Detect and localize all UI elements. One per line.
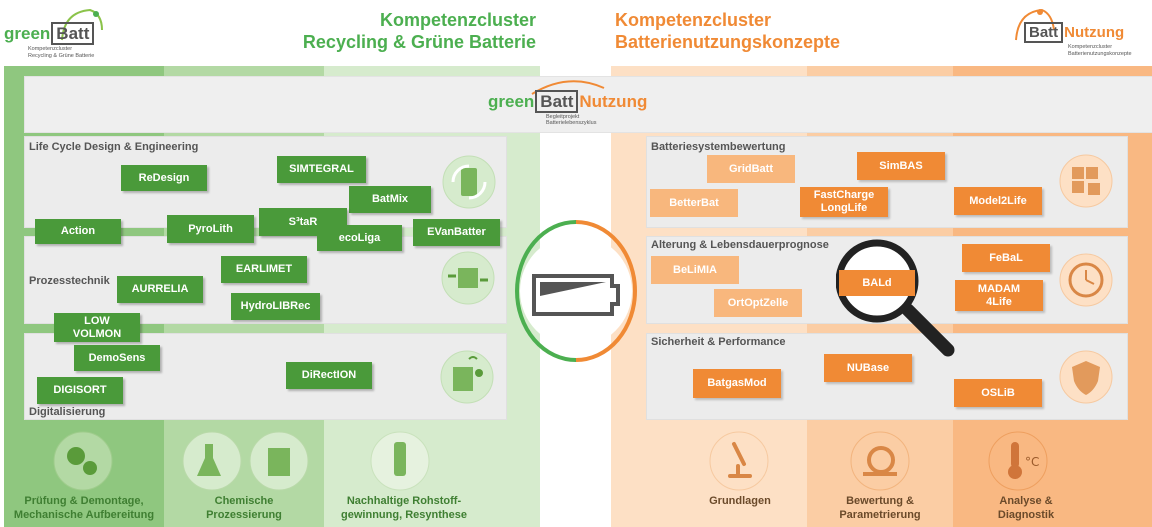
right-title-line2: Batterienutzungskonzepte [615, 31, 841, 52]
bottom-label-analyse-line2: Diagnostik [997, 508, 1055, 521]
right-title: Kompetenzcluster Batterienutzungskonzept… [615, 10, 955, 53]
bottom-label-grundlagen: Grundlagen [660, 495, 820, 509]
right-logo-nutzung: Nutzung [1064, 24, 1125, 41]
project-belimia[interactable]: BeLiMIA [651, 256, 739, 284]
center-logo-nutzung: Nutzung [579, 92, 648, 111]
bottom-label-analyse: Analyse & Diagnostik [953, 495, 1099, 523]
project-orteoptzelle[interactable]: OrtOptZelle [714, 289, 802, 317]
project-madam-line2: 4Life [986, 295, 1012, 308]
project-simbas[interactable]: SimBAS [857, 152, 945, 180]
project-hydrolibrec[interactable]: HydroLIBRec [231, 293, 320, 320]
right-logo-sub2: Batterienutzungskonzepte [1068, 51, 1132, 57]
bottom-label-pruefung: Prüfung & Demontage, Mechanische Aufbere… [4, 495, 164, 523]
project-betterbat[interactable]: BetterBat [650, 189, 738, 217]
bottom-label-pruefung-line1: Prüfung & Demontage, [24, 495, 144, 507]
panel-prozesstechnik-label: Prozesstechnik [29, 275, 110, 287]
magnifier-icon: BALd [836, 238, 958, 360]
puzzle-icon [1059, 154, 1113, 208]
bottom-label-bewertung: Bewertung & Parametrierung [807, 495, 953, 523]
right-logo-batt: Batt [1024, 22, 1064, 43]
project-oslib[interactable]: OSLiB [954, 379, 1042, 407]
left-logo-sub2: Recycling & Grüne Batterie [28, 53, 95, 59]
left-title-line1: Kompetenzcluster [379, 10, 536, 30]
bottom-label-bewertung-line1: Bewertung & [846, 495, 914, 507]
svg-text:°C: °C [1025, 455, 1039, 469]
bottom-label-analyse-line1: Analyse & [999, 495, 1053, 507]
project-batgasmod[interactable]: BatgasMod [693, 369, 781, 398]
project-madam[interactable]: MADAM 4Life [955, 280, 1043, 311]
project-madam-line1: MADAM [977, 282, 1021, 295]
project-demosens[interactable]: DemoSens [74, 345, 160, 371]
bottom-label-nachhaltige-line2: gewinnung, Resynthese [341, 508, 467, 521]
project-fastcharge[interactable]: FastCharge LongLife [800, 187, 888, 217]
process-cube-icon [441, 251, 495, 305]
project-direction[interactable]: DiRectION [286, 362, 372, 389]
thermometer-icon: °C [988, 431, 1048, 491]
project-earlimet[interactable]: EARLIMET [221, 256, 307, 283]
shield-icon [1059, 350, 1113, 404]
left-logo-sub1: Kompetenzcluster [28, 46, 73, 52]
project-low-volmon-line2: VOLMON [72, 327, 122, 340]
left-title-line2: Recycling & Grüne Batterie [302, 31, 536, 52]
flask-icon [182, 431, 242, 491]
gears-icon [53, 431, 113, 491]
center-logo-bar [24, 76, 1152, 133]
project-low-volmon[interactable]: LOW VOLMON [54, 313, 140, 342]
battery-icon [532, 274, 620, 316]
left-logo-batt: Batt [51, 22, 95, 45]
bottom-label-grundlagen-line1: Grundlagen [709, 495, 771, 507]
recycling-battery-icon [442, 155, 496, 209]
project-fastcharge-line1: FastCharge [813, 189, 875, 202]
bottom-label-chemische-line2: Prozessierung [206, 508, 282, 521]
clock-icon [1059, 253, 1113, 307]
project-bald[interactable]: BALd [839, 270, 915, 296]
project-aurrelia[interactable]: AURRELIA [117, 276, 203, 303]
project-simtegral[interactable]: SIMTEGRAL [277, 156, 366, 183]
panel-digitalisierung-label: Digitalisierung [29, 406, 106, 418]
project-gridbatt[interactable]: GridBatt [707, 155, 795, 183]
project-fastcharge-line2: LongLife [820, 202, 868, 214]
left-title: Kompetenzcluster Recycling & Grüne Batte… [200, 10, 536, 53]
leaf-arc-icon [531, 80, 605, 95]
panel-life-cycle-label: Life Cycle Design & Engineering [29, 141, 199, 153]
project-redesign[interactable]: ReDesign [121, 165, 207, 191]
project-low-volmon-line1: LOW [84, 314, 110, 327]
panel-sicherheit-label: Sicherheit & Performance [651, 336, 786, 348]
project-febal[interactable]: FeBaL [962, 244, 1050, 272]
microscope-icon [709, 431, 769, 491]
panel-alterung-label: Alterung & Lebensdauerprognose [651, 239, 829, 251]
bottom-label-pruefung-line2: Mechanische Aufbereitung [13, 508, 155, 521]
panel-batteriesystem-label: Batteriesystembewertung [651, 141, 786, 153]
right-logo-sub1: Kompetenzcluster [1068, 44, 1113, 50]
right-title-line1: Kompetenzcluster [615, 10, 772, 30]
project-digisort[interactable]: DIGISORT [37, 377, 123, 404]
bottom-label-nachhaltige-line1: Nachhaltige Rohstoff- [346, 495, 462, 507]
center-logo-sub2: Batterielebenszyklus [546, 120, 597, 126]
bottom-label-bewertung-line2: Parametrierung [839, 508, 921, 521]
center-logo-batt: Batt [535, 90, 579, 113]
leaf-icon [61, 8, 103, 41]
reactor-icon [249, 431, 309, 491]
project-pyrolith[interactable]: PyroLith [167, 215, 254, 243]
project-ecoliga[interactable]: ecoLiga [317, 225, 402, 251]
digital-machine-icon [440, 350, 494, 404]
column-icon [370, 431, 430, 491]
center-logo-sub1: Begleitprojekt [546, 114, 580, 120]
bottom-label-chemische: Chemische Prozessierung [164, 495, 324, 523]
bottom-label-nachhaltige: Nachhaltige Rohstoff- gewinnung, Resynth… [324, 495, 484, 523]
project-model2life[interactable]: Model2Life [954, 187, 1042, 215]
bottom-label-chemische-line1: Chemische [214, 495, 274, 507]
leaf-icon [1015, 8, 1055, 41]
project-action[interactable]: Action [35, 219, 121, 244]
center-logo-green: green [488, 92, 535, 111]
battery-circle [513, 218, 639, 364]
project-batmix[interactable]: BatMix [349, 186, 431, 213]
left-logo-green: green [4, 24, 51, 43]
project-evanbatter[interactable]: EVanBatter [413, 219, 500, 246]
snail-icon [850, 431, 910, 491]
project-nubase[interactable]: NUBase [824, 354, 912, 382]
